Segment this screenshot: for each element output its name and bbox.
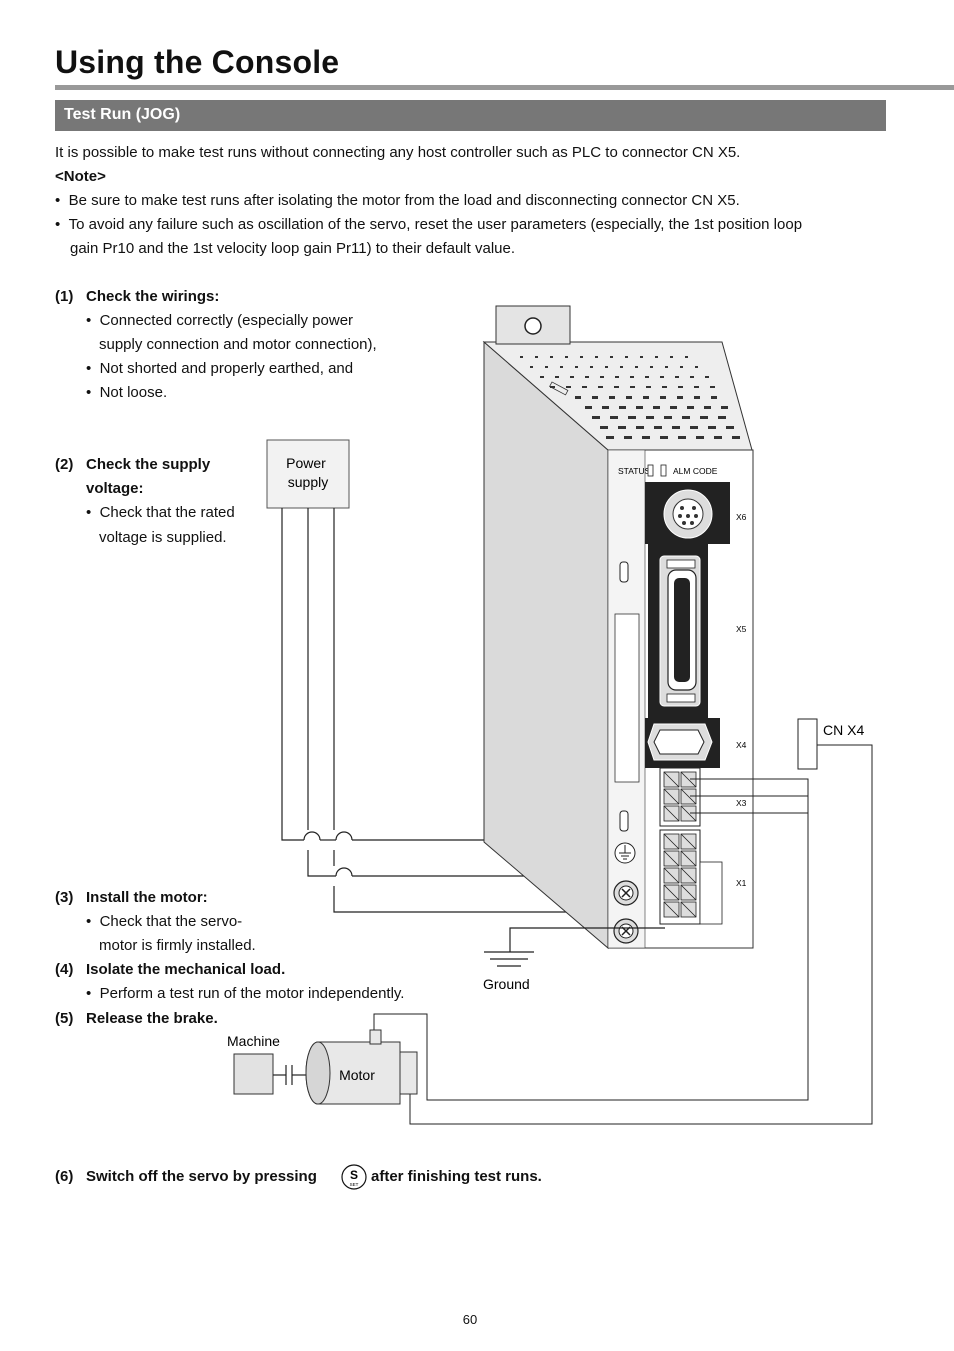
step-2-number: (2) — [55, 456, 74, 473]
ground-terminal — [614, 842, 636, 864]
step-1-line-1: • Connected correctly (especially power — [86, 312, 354, 329]
alm-code-label: ALM CODE — [673, 466, 718, 476]
x5-label: X5 — [736, 624, 747, 634]
note-bullet-2-cont: gain Pr10 and the 1st velocity loop gain… — [70, 240, 515, 257]
step-1-title: Check the wirings: — [86, 288, 220, 305]
step-1-line-3: • Not loose. — [86, 384, 168, 401]
step-3-number: (3) — [55, 889, 74, 906]
servo-amplifier: STATUS ALM CODE X6 X5 — [482, 305, 754, 950]
x3-label: X3 — [736, 798, 747, 808]
note-label: <Note> — [55, 168, 106, 185]
section-title: Test Run (JOG) — [64, 106, 181, 123]
title-rule — [55, 85, 954, 90]
set-key-icon: S SET — [341, 1164, 367, 1190]
section-header: Test Run (JOG) — [55, 100, 886, 131]
power-supply-box: Power supply — [266, 439, 350, 509]
step-3-line-1-cont: motor is firmly installed. — [99, 937, 256, 954]
coupling — [273, 1065, 306, 1085]
status-label: STATUS — [618, 466, 651, 476]
step-2-title-2: voltage: — [86, 480, 144, 497]
motor: Motor — [305, 1029, 418, 1105]
note-bullet-2: • To avoid any failure such as oscillati… — [55, 216, 803, 233]
set-key-label: S — [350, 1168, 358, 1182]
step-3-title: Install the motor: — [86, 889, 208, 906]
x6-label: X6 — [736, 512, 747, 522]
step-2-line-1: • Check that the rated — [86, 504, 235, 521]
step-4-line-1: • Perform a test run of the motor indepe… — [86, 985, 405, 1002]
page-number: 60 — [462, 1312, 478, 1327]
step-4-number: (4) — [55, 961, 74, 978]
step-5-number: (5) — [55, 1010, 74, 1027]
x4-label: X4 — [736, 740, 747, 750]
intro-text: It is possible to make test runs without… — [55, 144, 741, 161]
cn-x4-label: CN X4 — [823, 722, 864, 738]
x1-label: X1 — [736, 878, 747, 888]
step-1-number: (1) — [55, 288, 74, 305]
ground-symbol — [484, 927, 665, 967]
step-1-line-1-cont: supply connection and motor connection), — [99, 336, 377, 353]
x3-wires — [373, 744, 873, 1125]
machine-label: Machine — [227, 1033, 280, 1049]
step-2-line-1-cont: voltage is supplied. — [99, 529, 227, 546]
step-6-text-after: after finishing test runs. — [371, 1168, 542, 1185]
set-key-sub: SET — [350, 1182, 359, 1187]
cn-x4-connector — [797, 718, 818, 770]
step-3-line-1: • Check that the servo- — [86, 913, 243, 930]
step-5-title: Release the brake. — [86, 1010, 218, 1027]
machine-box — [233, 1053, 274, 1095]
step-6-text-before: Switch off the servo by pressing — [86, 1168, 317, 1185]
motor-label: Motor — [339, 1067, 375, 1083]
step-2-title-1: Check the supply — [86, 456, 211, 473]
power-supply-label-2: supply — [288, 474, 328, 490]
step-6-number: (6) — [55, 1168, 74, 1185]
page-title: Using the Console — [55, 44, 340, 80]
step-1-line-2: • Not shorted and properly earthed, and — [86, 360, 354, 377]
step-4-title: Isolate the mechanical load. — [86, 961, 286, 978]
ground-label: Ground — [483, 976, 530, 992]
note-bullet-1: • Be sure to make test runs after isolat… — [55, 192, 740, 209]
power-supply-label-1: Power — [286, 455, 326, 471]
